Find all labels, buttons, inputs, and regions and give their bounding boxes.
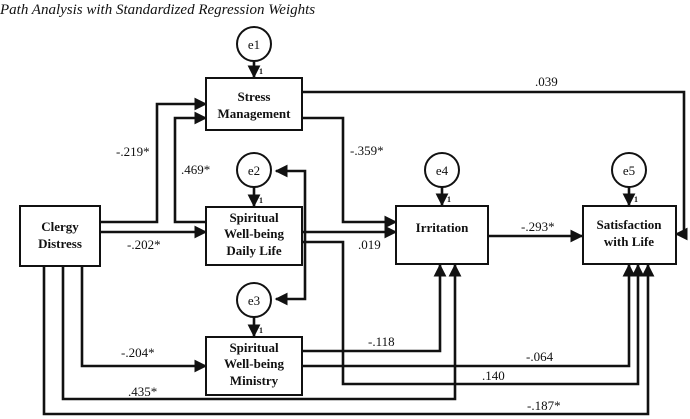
- node-swb-ministry-line-1: Spiritual: [229, 340, 279, 355]
- node-irritation-label: Irritation: [416, 220, 469, 235]
- variable-nodes: Clergy Distress Stress Management Spirit…: [19, 77, 677, 396]
- path-arrows: [42, 62, 688, 416]
- node-swb-daily-line-1: Spiritual: [229, 210, 279, 225]
- arrow-stress-satisfaction: [302, 90, 688, 241]
- coef-clergy-stress: -.219*: [116, 144, 150, 159]
- node-swb-daily-line-3: Daily Life: [226, 243, 281, 258]
- error-e5: e5 1: [611, 152, 647, 204]
- coef-clergy-satisfaction: -.187*: [527, 398, 561, 413]
- arrow-swb-ministry-satisfaction: [302, 263, 636, 368]
- coef-stress-satisfaction: .039: [535, 74, 558, 89]
- node-swb-ministry-line-2: Well-being: [224, 356, 284, 371]
- error-e2: e2 1: [236, 152, 272, 205]
- coef-clergy-swb-daily: -.202*: [127, 237, 161, 252]
- error-e2-loading: 1: [259, 196, 263, 205]
- node-clergy-line-2: Distress: [38, 236, 82, 251]
- arrow-clergy-stress: [100, 97, 208, 224]
- error-e1-label: e1: [248, 37, 260, 52]
- diagram-title: Path Analysis with Standardized Regressi…: [0, 2, 315, 18]
- coef-clergy-irritation: .435*: [128, 384, 157, 399]
- error-e1: e1 1: [236, 26, 272, 76]
- arrow-swb-daily-satisfaction: [302, 240, 645, 386]
- covariance-e2-e3: [274, 164, 307, 306]
- node-stress-management: Stress Management: [205, 77, 303, 131]
- coef-irritation-satisfaction: -.293*: [521, 219, 555, 234]
- error-e2-label: e2: [248, 163, 260, 178]
- node-clergy-line-1: Clergy: [41, 219, 79, 234]
- path-coefficients: -.219* -.202* -.204* .435* -.187* .469* …: [116, 74, 561, 413]
- node-swb-daily-line-2: Well-being: [224, 226, 284, 241]
- arrow-clergy-swb-ministry: [80, 266, 208, 373]
- arrow-swb-daily-stress: [173, 111, 208, 224]
- error-e1-loading: 1: [259, 67, 263, 76]
- error-e4: e4 1: [424, 152, 460, 204]
- arrow-stress-irritation: [302, 116, 398, 229]
- node-stress-line-2: Management: [218, 106, 292, 121]
- error-e3-label: e3: [248, 293, 260, 308]
- coef-swb-daily-irritation: .019: [358, 237, 381, 252]
- error-terms: e1 1 e2 1 e3 1 e4 1 e5 1: [236, 26, 647, 335]
- arrow-swb-ministry-irritation: [302, 263, 447, 353]
- node-clergy-distress: Clergy Distress: [19, 205, 101, 267]
- coef-clergy-swb-ministry: -.204*: [121, 345, 155, 360]
- error-e4-label: e4: [436, 163, 449, 178]
- error-e5-loading: 1: [634, 195, 638, 204]
- coef-swb-daily-satisfaction: .140: [482, 368, 505, 383]
- node-satisfaction-line-1: Satisfaction: [597, 217, 663, 232]
- arrow-clergy-irritation: [61, 263, 462, 401]
- coef-stress-irritation: -.359*: [350, 143, 384, 158]
- error-e4-loading: 1: [447, 195, 451, 204]
- arrow-clergy-satisfaction: [42, 263, 655, 416]
- error-e3-loading: 1: [259, 326, 263, 335]
- node-swb-ministry: Spiritual Well-being Ministry: [205, 336, 303, 396]
- node-satisfaction-with-life: Satisfaction with Life: [582, 205, 677, 265]
- node-swb-ministry-line-3: Ministry: [230, 373, 279, 388]
- coef-swb-ministry-satisfaction: -.064: [526, 349, 554, 364]
- error-e3: e3 1: [236, 282, 272, 335]
- coef-swb-daily-stress: .469*: [181, 162, 210, 177]
- node-stress-line-1: Stress: [238, 89, 271, 104]
- node-satisfaction-line-2: with Life: [604, 234, 654, 249]
- node-irritation: Irritation: [395, 205, 489, 265]
- coef-swb-ministry-irritation: -.118: [368, 334, 395, 349]
- node-swb-daily-life: Spiritual Well-being Daily Life: [205, 206, 303, 266]
- error-e5-label: e5: [623, 163, 635, 178]
